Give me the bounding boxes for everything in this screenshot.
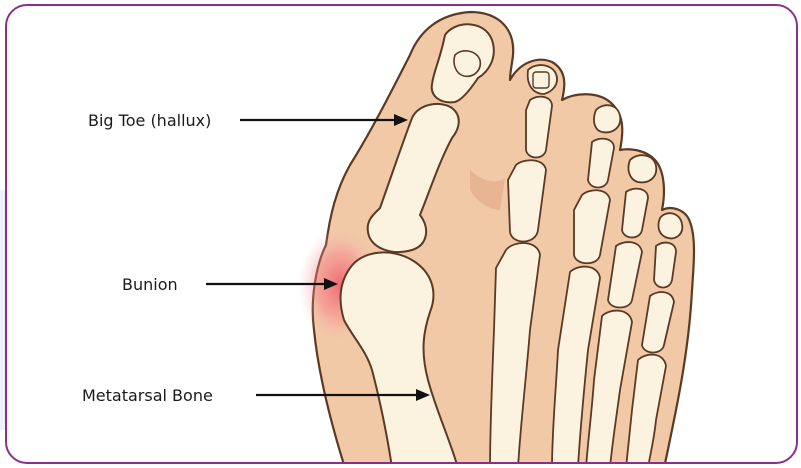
label-metatarsal-bone: Metatarsal Bone [82, 387, 213, 405]
label-big-toe: Big Toe (hallux) [88, 112, 211, 130]
label-bunion: Bunion [122, 276, 178, 294]
